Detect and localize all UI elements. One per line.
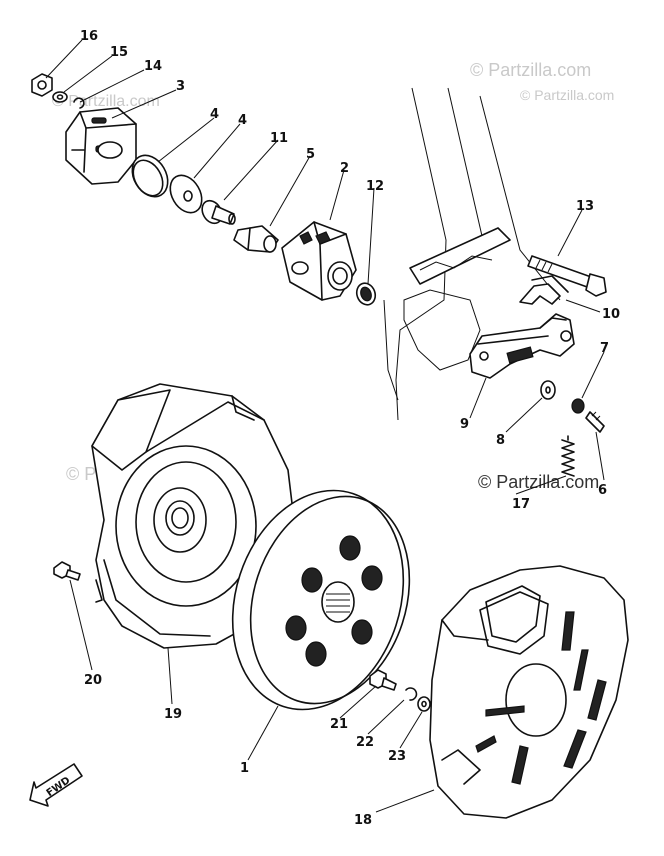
part-piston-11 — [201, 199, 236, 225]
callout-14: 14 — [144, 59, 162, 74]
part-clip-14 — [73, 97, 85, 109]
callout-5: 5 — [306, 147, 315, 162]
callout-3: 3 — [176, 79, 185, 94]
callout-4b: 4 — [238, 113, 247, 128]
callout-22: 22 — [356, 735, 374, 750]
part-gasket-4 — [131, 154, 169, 198]
callout-9: 9 — [460, 417, 469, 432]
part-washer-23 — [417, 696, 431, 712]
callout-2: 2 — [340, 161, 349, 176]
part-bolt-13 — [527, 255, 607, 297]
part-stud-6 — [585, 411, 605, 433]
part-bolt-20 — [53, 561, 81, 581]
part-washer-8 — [540, 380, 556, 400]
callout-17: 17 — [512, 497, 530, 512]
part-spring-clip-10 — [519, 275, 569, 305]
part-clip-22 — [405, 687, 418, 701]
part-spring-17 — [561, 435, 575, 477]
part-oring-12 — [355, 282, 377, 306]
callout-20: 20 — [84, 673, 102, 688]
callout-1: 1 — [240, 761, 249, 776]
part-bushing-5 — [233, 225, 279, 253]
engine-frame — [383, 87, 561, 421]
callout-15: 15 — [110, 45, 128, 60]
part-washer-15 — [52, 91, 68, 103]
watermark: © Partzilla.com — [520, 87, 614, 103]
callout-19: 19 — [164, 707, 182, 722]
callout-11: 11 — [270, 131, 288, 146]
callout-13: 13 — [576, 199, 594, 214]
callout-6: 6 — [598, 483, 607, 498]
callout-numbers: 16 15 14 3 4 4 11 5 2 12 13 10 7 9 8 6 1… — [80, 29, 620, 828]
part-nut-7 — [571, 398, 585, 414]
watermark: © Partzilla.com — [470, 60, 591, 80]
part-bolt-21 — [369, 669, 397, 691]
watermark: © Partzilla.com — [52, 93, 160, 110]
callout-7: 7 — [600, 341, 609, 356]
part-diaphragm-4 — [169, 174, 203, 214]
callout-10: 10 — [602, 307, 620, 322]
callout-12: 12 — [366, 179, 384, 194]
callout-8: 8 — [496, 433, 505, 448]
callout-16: 16 — [80, 29, 98, 44]
callout-23: 23 — [388, 749, 406, 764]
part-nut-16 — [31, 73, 53, 97]
watermark: © Partzilla.com — [478, 472, 599, 492]
part-cover-18 — [429, 565, 629, 819]
leader-lines — [45, 39, 605, 813]
part-pump-body-2 — [281, 221, 357, 301]
callout-18: 18 — [354, 813, 372, 828]
callout-21: 21 — [330, 717, 348, 732]
part-housing-3 — [65, 107, 137, 185]
callout-4: 4 — [210, 107, 219, 122]
part-lever-9 — [469, 313, 575, 379]
fwd-arrow: FWD — [29, 763, 83, 807]
part-disc-1 — [231, 489, 411, 711]
